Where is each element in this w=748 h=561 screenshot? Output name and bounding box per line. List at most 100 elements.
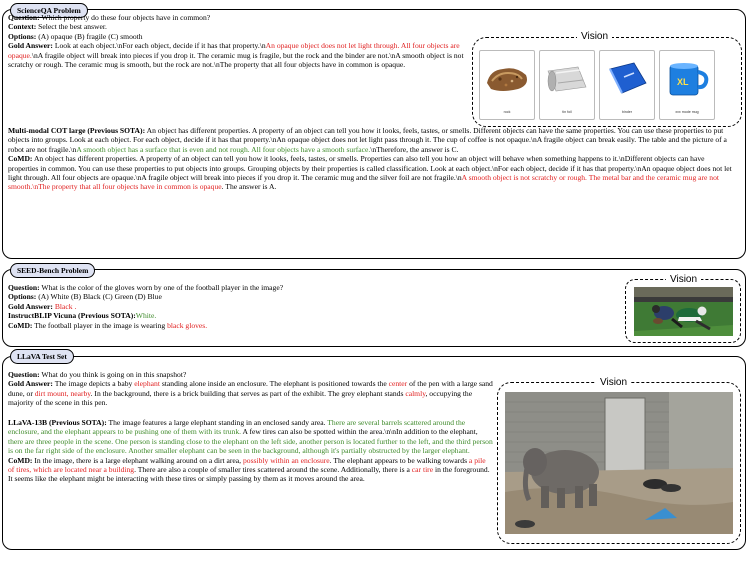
llava-question-block: Question: What do you think is going on …	[8, 370, 496, 408]
cot-text: An object has different properties. A pr…	[8, 126, 727, 154]
rock-icon	[487, 68, 527, 91]
gold-highlight: calmly	[405, 388, 426, 398]
options-label: Options:	[8, 31, 37, 41]
object-caption: rock	[503, 110, 511, 114]
seed-panel	[2, 269, 746, 347]
question-text: Which property do these four objects hav…	[41, 13, 211, 22]
llava-vision-box: Vision	[497, 377, 741, 544]
options-text: (A) opaque (B) fragile (C) smooth	[38, 31, 143, 41]
object-card-foil: tin foil	[539, 50, 595, 120]
comd-highlight: possibly within an enclosure	[242, 455, 330, 465]
options-line: Options: (A) opaque (B) fragile (C) smoo…	[8, 32, 470, 41]
comd-highlight: A smooth object is not scratchy or rough…	[8, 173, 720, 192]
comd-highlight: a pile of tires, which are located near …	[8, 455, 486, 475]
question-label: Question:	[8, 370, 40, 379]
llava13b-text: The image features a large elephant stan…	[106, 418, 328, 427]
seed-tag: SEED-Bench Problem	[10, 263, 96, 278]
football-players-image	[634, 287, 733, 336]
gold-text: of the pen with a large sand dune, or	[8, 379, 493, 398]
llava13b-text: A few tires can also be spotted within t…	[241, 427, 478, 437]
gold-answer-highlight: An opaque object does not let light thro…	[8, 41, 460, 60]
mug-icon: XL	[669, 63, 709, 96]
llava-question-line: Question: What do you think is going on …	[8, 370, 496, 379]
object-card-binder: binder	[599, 50, 655, 120]
binder-icon	[609, 62, 647, 94]
vision-title: Vision	[577, 31, 613, 42]
gold-highlight: center	[388, 379, 408, 389]
context-label: Context:	[8, 22, 37, 32]
seed-options-text: (A) White (B) Black (C) Green (D) Blue	[38, 292, 162, 302]
football-photo	[634, 287, 733, 336]
comd-highlight: car tire	[411, 465, 434, 475]
object-caption: binder	[622, 110, 632, 114]
gold-highlight: dirt mount, nearby	[34, 388, 91, 398]
options-label: Options:	[8, 292, 37, 302]
comd-text: in the foreground. It seems like the ele…	[8, 465, 490, 484]
instructblip-answer: White.	[135, 311, 157, 321]
svg-text:XL: XL	[677, 77, 689, 87]
context-text: Select the best answer.	[38, 22, 107, 32]
object-card-mug: XL xxx mode mug	[659, 50, 715, 120]
gold-highlight: elephant	[134, 379, 160, 389]
gold-text: standing alone inside an enclosure. The …	[159, 379, 389, 389]
comd-text: An object has different properties. A pr…	[8, 154, 732, 183]
elephant-enclosure-image	[505, 392, 733, 534]
seed-comd-text: The football player in the image is wear…	[32, 320, 168, 330]
seed-question-line: Question: What is the color of the glove…	[8, 283, 608, 292]
scienceqa-vision-box: Vision rock tin foil binder	[472, 31, 742, 127]
object-caption: xxx mode mug	[675, 110, 699, 114]
llava13b-highlight: There are several barrels scattered arou…	[8, 418, 466, 437]
gold-answer-label: Gold Answer:	[8, 379, 53, 389]
gold-text: The image depicts a baby	[52, 379, 135, 389]
vision-title: Vision	[666, 274, 702, 285]
scienceqa-question-block: Question: Which property do these four o…	[8, 13, 470, 69]
comd-label: CoMD:	[8, 154, 33, 164]
scienceqa-answers-block: Multi-modal COT large (Previous SOTA): A…	[8, 126, 736, 192]
comd-text: In the image, there is a large elephant …	[32, 455, 243, 465]
llava-comd-answer: CoMD: In the image, there is a large ele…	[8, 456, 493, 484]
question-label: Question:	[8, 13, 40, 22]
llava-tag: LLaVA Test Set	[10, 349, 74, 364]
llava-gold-line: Gold Answer: The image depicts a baby el…	[8, 379, 496, 407]
vision-title: Vision	[596, 377, 632, 388]
object-card-rock: rock	[479, 50, 535, 120]
cot-label: Multi-modal COT large (Previous SOTA):	[8, 126, 146, 135]
gold-text: . In the background, there is a brick bu…	[90, 388, 406, 398]
cot-answer: Multi-modal COT large (Previous SOTA): A…	[8, 126, 736, 154]
seed-gold-answer: Black .	[54, 301, 77, 311]
elephant-photo	[505, 392, 733, 534]
gold-answer-label: Gold Answer:	[8, 41, 53, 51]
llava-answers-block: LLaVA-13B (Previous SOTA): The image fea…	[8, 418, 493, 484]
cot-text-rest: \nTherefore, the answer is C.	[370, 144, 459, 154]
llava13b-label: LLaVA-13B (Previous SOTA):	[8, 418, 107, 427]
question-label: Question:	[8, 283, 40, 292]
gold-answer-line: Gold Answer: Look at each object.\nFor e…	[8, 41, 470, 69]
question-line: Question: Which property do these four o…	[8, 13, 470, 22]
gold-answer-text-rest: \nA fragile object will break into piece…	[8, 50, 464, 70]
comd-text-rest: . The answer is A.	[221, 182, 277, 192]
seed-comd-highlight: black gloves.	[167, 320, 208, 330]
cot-highlight: A smooth object has a surface that is ev…	[76, 144, 371, 154]
seed-question-text: What is the color of the gloves worn by …	[41, 283, 284, 292]
llava-question-text: What do you think is going on in this sn…	[41, 370, 187, 379]
seed-comd-line: CoMD: The football player in the image i…	[8, 321, 608, 330]
gold-text: , occupying the majority of the scene in…	[8, 388, 473, 408]
comd-label: CoMD:	[8, 320, 33, 330]
llava13b-highlight: there are three people in the scene. One…	[8, 436, 493, 456]
seed-vision-box: Vision	[625, 274, 741, 343]
llava13b-answer: LLaVA-13B (Previous SOTA): The image fea…	[8, 418, 493, 456]
context-line: Context: Select the best answer.	[8, 22, 470, 31]
seed-options-line: Options: (A) White (B) Black (C) Green (…	[8, 292, 608, 301]
comd-label: CoMD:	[8, 455, 33, 465]
comd-text: . There are also a couple of smaller tir…	[134, 465, 412, 475]
gold-answer-label: Gold Answer:	[8, 301, 53, 311]
object-caption: tin foil	[562, 110, 572, 114]
seed-gold-line: Gold Answer: Black .	[8, 302, 608, 311]
foil-roll-icon	[547, 66, 587, 92]
scienceqa-tag: ScienceQA Problem	[10, 3, 88, 18]
comd-answer: CoMD: An object has different properties…	[8, 154, 736, 192]
seed-text-block: Question: What is the color of the glove…	[8, 283, 608, 330]
instructblip-label: InstructBLIP Vicuna (Previous SOTA):	[8, 311, 136, 321]
gold-answer-text: Look at each object.\nFor each object, d…	[54, 41, 266, 51]
seed-instructblip-line: InstructBLIP Vicuna (Previous SOTA):Whit…	[8, 311, 608, 320]
